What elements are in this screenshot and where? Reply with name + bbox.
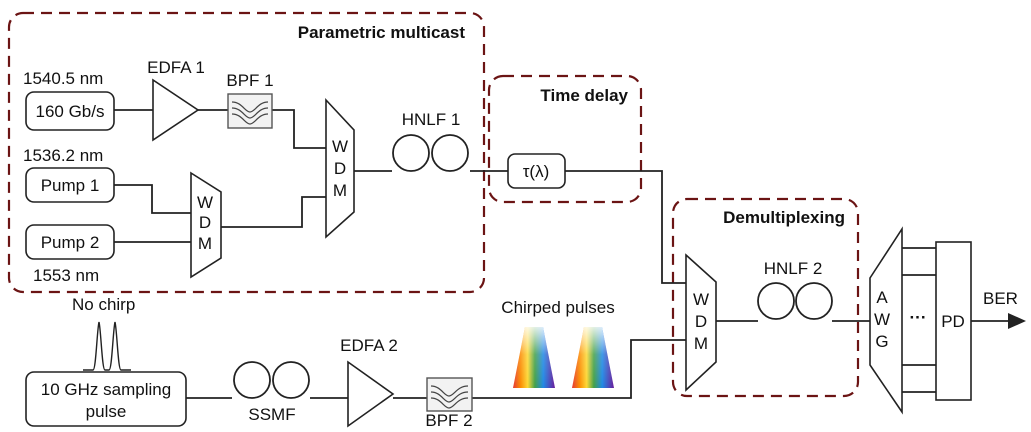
hnlf2-label: HNLF 2 [764, 259, 823, 278]
bpf1-label: BPF 1 [226, 71, 273, 90]
channel-ellipsis: ··· [910, 308, 927, 327]
pump2-label: Pump 2 [41, 233, 100, 252]
pump-wdm-letter-w: W [197, 193, 213, 212]
demux-wdm-coupler [685, 253, 717, 392]
photodetector-box [935, 241, 972, 401]
no-chirp-label: No chirp [72, 295, 135, 314]
ber-label: BER [983, 289, 1018, 308]
sampling-pulse-source-box [25, 371, 187, 427]
demux-region [671, 197, 860, 398]
edfa2-amplifier-icon [347, 360, 395, 428]
pump-wdm-letter-m: M [198, 234, 212, 253]
ssmf-label: SSMF [248, 405, 295, 424]
chirped-pulses-icon [513, 327, 614, 388]
signal-rate-label: 160 Gb/s [36, 102, 105, 121]
edfa1-label: EDFA 1 [147, 58, 205, 77]
ssmf-fiber-spool-icon [233, 361, 310, 399]
demux-wdm-letter-m: M [694, 334, 708, 353]
pump1-label: Pump 1 [41, 176, 100, 195]
bpf1-filter-icon [227, 93, 273, 129]
awg-demultiplexer [869, 226, 903, 415]
demux-region-label: Demultiplexing [723, 208, 845, 227]
unchirped-pulses-icon [83, 321, 131, 371]
bpf2-filter-icon [426, 377, 473, 412]
signal-source-box [25, 91, 115, 131]
wires [114, 109, 1026, 399]
awg-letter-a: A [876, 288, 888, 307]
time-delay-symbol: τ(λ) [523, 162, 550, 181]
hnlf2-fiber-spool-icon [757, 282, 833, 320]
demux-wdm-letter-w: W [693, 290, 709, 309]
sampling-source-line2: pulse [86, 402, 127, 421]
multicast-region [7, 11, 486, 294]
time-delay-region-label: Time delay [540, 86, 628, 105]
awg-letter-g: G [875, 332, 888, 351]
pump1-wavelength-label: 1536.2 nm [23, 146, 103, 165]
edfa2-label: EDFA 2 [340, 336, 398, 355]
pump2-wavelength-label: 1553 nm [33, 266, 99, 285]
hnlf1-label: HNLF 1 [402, 110, 461, 129]
pump-wdm-coupler [190, 171, 222, 279]
pump-wdm-letter-d: D [199, 213, 211, 232]
pump1-box [25, 167, 115, 203]
signal-wavelength-label: 1540.5 nm [23, 69, 103, 88]
combiner-wdm-letter-d: D [334, 159, 346, 178]
demux-wdm-letter-d: D [695, 312, 707, 331]
combiner-wdm-letter-w: W [332, 137, 348, 156]
photodetector-label: PD [941, 312, 965, 331]
bpf2-label: BPF 2 [425, 411, 472, 430]
sampling-source-line1: 10 GHz sampling [41, 380, 171, 399]
hnlf1-fiber-spool-icon [392, 134, 469, 172]
edfa1-amplifier-icon [152, 78, 200, 142]
combiner-wdm-letter-m: M [333, 181, 347, 200]
chirped-pulses-label: Chirped pulses [501, 298, 614, 317]
combiner-wdm-coupler [325, 97, 355, 239]
multicast-region-label: Parametric multicast [298, 23, 466, 42]
pump2-box [25, 224, 115, 260]
time-delay-region [487, 74, 643, 204]
awg-letter-w: W [874, 310, 890, 329]
time-delay-box [507, 153, 566, 189]
